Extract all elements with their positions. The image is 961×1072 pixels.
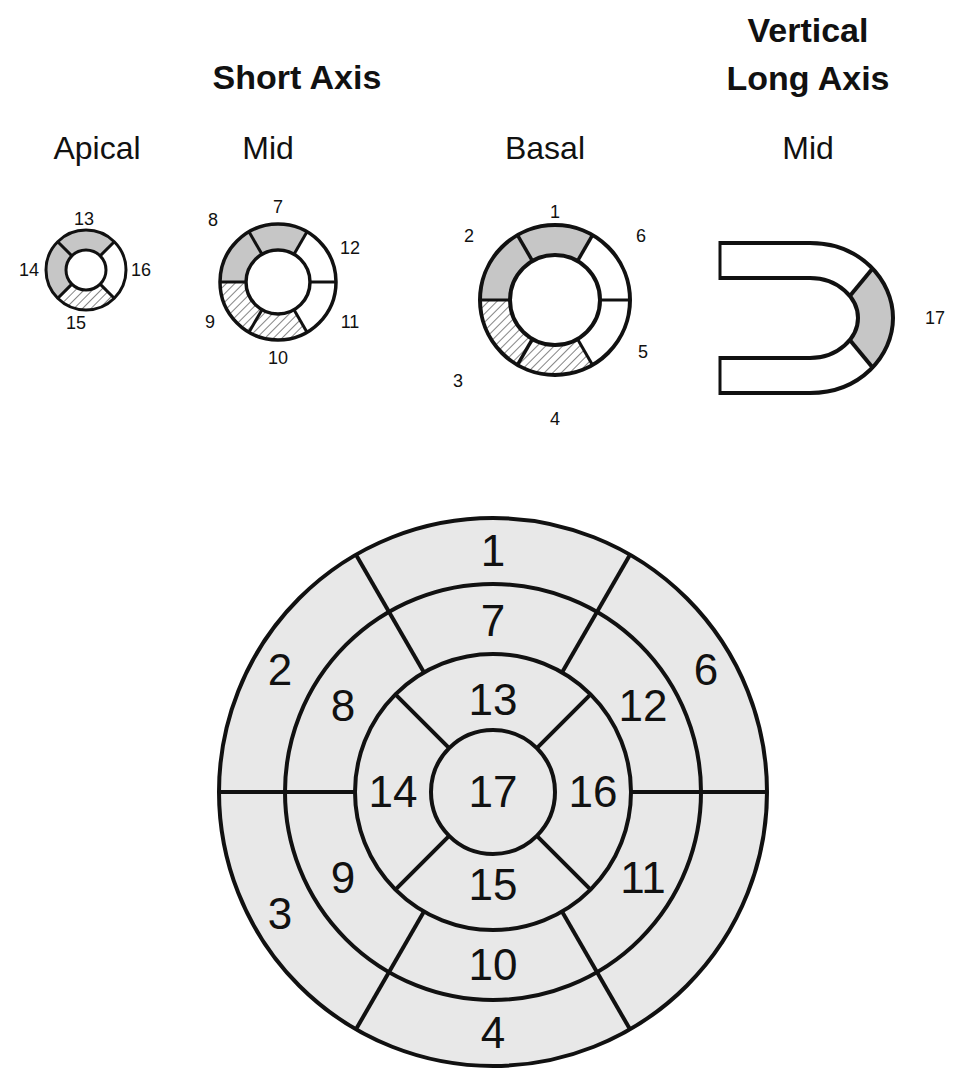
segment-number: 10 (268, 348, 288, 369)
segment-number: 12 (340, 238, 360, 259)
label-anchor: 10 (268, 348, 288, 369)
segment-number: 15 (469, 860, 518, 911)
segment-number: 14 (369, 767, 418, 818)
view-label: Mid (782, 130, 834, 167)
segment-number: 4 (550, 409, 560, 430)
label-anchor: 11 (620, 853, 666, 904)
segment-number: 13 (469, 675, 518, 726)
segment-number: 14 (19, 260, 39, 281)
label-anchor: 4 (550, 409, 560, 430)
segment-number: 11 (620, 853, 666, 904)
label-anchor: 13 (74, 209, 94, 230)
label-anchor: 9 (331, 853, 355, 904)
label-anchor: 17 (925, 308, 945, 329)
label-anchor: 16 (131, 260, 151, 281)
section-heading: Short Axis (213, 58, 382, 97)
segment-number: 13 (74, 209, 94, 230)
segment-number: 8 (331, 681, 355, 732)
label-anchor: 14 (19, 260, 39, 281)
label-anchor: 6 (694, 645, 718, 696)
label-anchor: 3 (453, 371, 463, 392)
mid-ring (220, 224, 336, 340)
label-anchor: Vertical Long Axis (708, 6, 908, 102)
label-anchor: 7 (273, 197, 283, 218)
segment-number: 5 (638, 342, 648, 363)
segment-number: 10 (469, 940, 518, 991)
segment-number: 1 (550, 202, 560, 223)
segment-number: 16 (569, 767, 618, 818)
label-anchor: 8 (331, 681, 355, 732)
label-anchor: 1 (550, 202, 560, 223)
long-axis-section (720, 241, 893, 395)
label-anchor: 16 (569, 767, 618, 818)
segment-number: 6 (636, 226, 646, 247)
segment-number: 12 (619, 681, 668, 732)
label-anchor: 15 (66, 313, 86, 334)
label-anchor: Apical (53, 130, 140, 167)
label-anchor: 10 (469, 940, 518, 991)
segment-number: 2 (464, 226, 474, 247)
label-anchor: 15 (469, 860, 518, 911)
view-label: Apical (53, 130, 140, 167)
segment-number: 11 (341, 312, 360, 333)
label-anchor: 12 (619, 681, 668, 732)
bullseye-plot (219, 518, 767, 1066)
label-anchor: Short Axis (213, 58, 382, 97)
segment-number: 16 (131, 260, 151, 281)
view-label: Basal (505, 130, 585, 167)
label-anchor: 13 (469, 675, 518, 726)
segment-number: 9 (331, 853, 355, 904)
segment-number: 7 (481, 596, 505, 647)
segment-number: 17 (925, 308, 945, 329)
label-anchor: 12 (340, 238, 360, 259)
label-anchor: 2 (464, 226, 474, 247)
segment-number: 1 (481, 526, 505, 577)
segment-number: 8 (208, 210, 218, 231)
label-anchor: 9 (205, 312, 215, 333)
view-label: Mid (242, 130, 294, 167)
segment-number: 3 (453, 371, 463, 392)
label-anchor: 11 (341, 312, 360, 333)
label-anchor: 8 (208, 210, 218, 231)
apical-ring (46, 230, 126, 310)
label-anchor: 4 (481, 1008, 505, 1059)
segment-number: 15 (66, 313, 86, 334)
label-anchor: 3 (268, 889, 292, 940)
segment-number: 7 (273, 197, 283, 218)
label-anchor: Mid (242, 130, 294, 167)
segment-number: 4 (481, 1008, 505, 1059)
label-anchor: 2 (268, 645, 292, 696)
label-anchor: Basal (505, 130, 585, 167)
segment-number: 17 (469, 767, 518, 818)
label-anchor: 5 (638, 342, 648, 363)
segment-number: 2 (268, 645, 292, 696)
segment-number: 9 (205, 312, 215, 333)
label-anchor: 6 (636, 226, 646, 247)
label-anchor: 1 (481, 526, 505, 577)
label-anchor: 14 (369, 767, 418, 818)
label-anchor: 7 (481, 596, 505, 647)
segment-number: 3 (268, 889, 292, 940)
label-anchor: 17 (469, 767, 518, 818)
basal-ring (480, 225, 630, 375)
segment-number: 6 (694, 645, 718, 696)
section-heading: Vertical Long Axis (708, 6, 908, 102)
label-anchor: Mid (782, 130, 834, 167)
